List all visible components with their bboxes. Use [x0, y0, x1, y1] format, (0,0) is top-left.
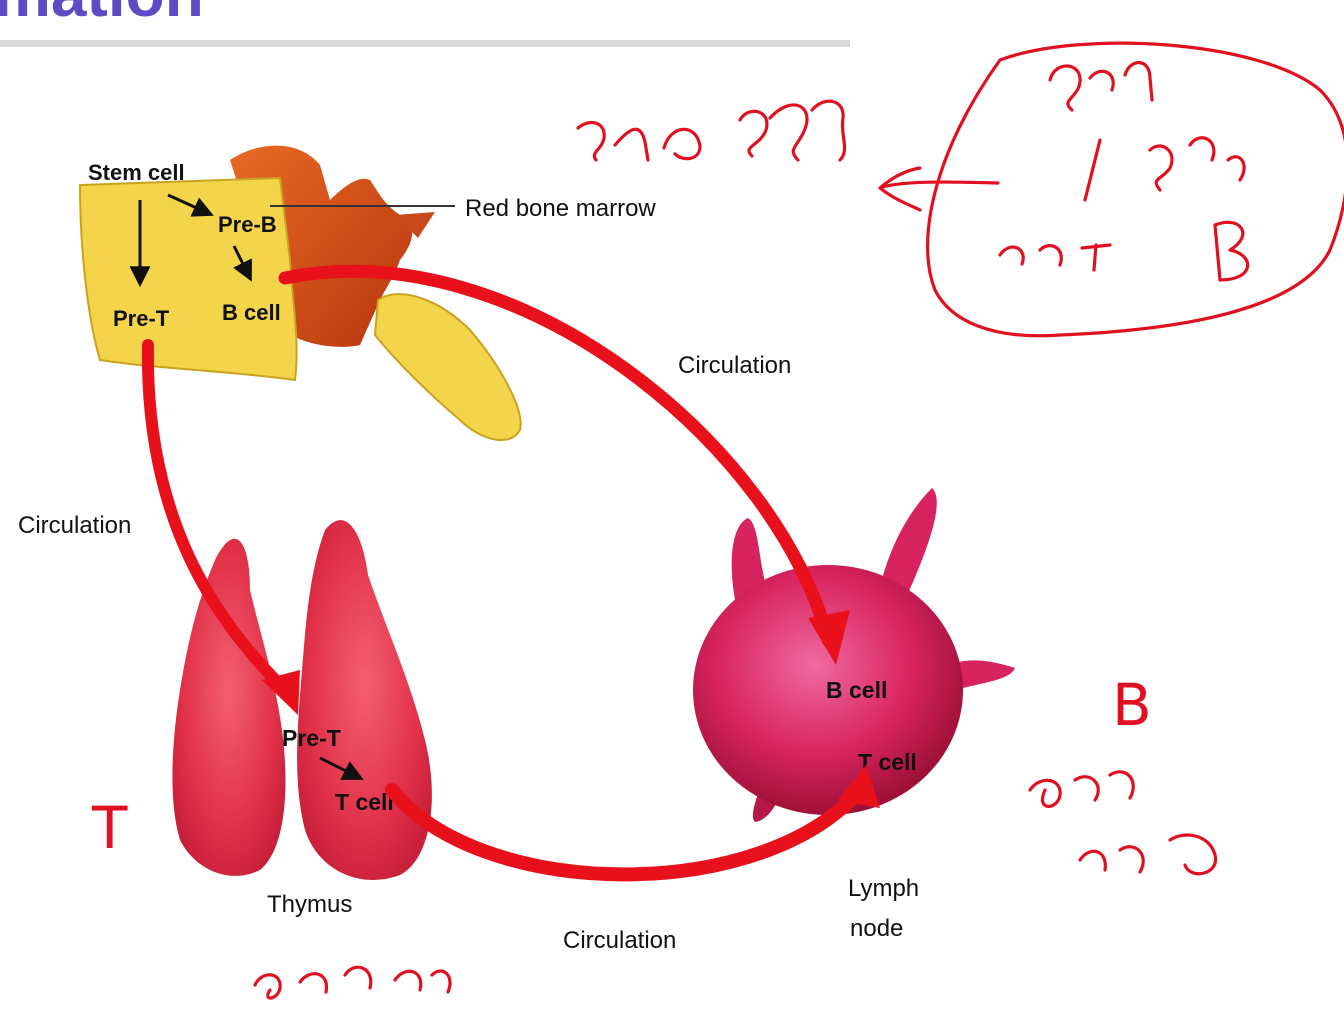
- label-node: node: [850, 915, 903, 942]
- handwriting-scribble-top: [578, 101, 845, 160]
- slide-header: mation: [0, 0, 850, 47]
- label-red-bone-marrow: Red bone marrow: [465, 195, 656, 222]
- label-lymph: Lymph: [848, 875, 919, 902]
- slide-title: mation: [0, 0, 204, 30]
- label-circulation-bottom: Circulation: [563, 927, 676, 954]
- label-t-cell-thymus: T cell: [335, 789, 394, 815]
- label-pre-t-marrow: Pre-T: [113, 306, 170, 331]
- label-circulation-left: Circulation: [18, 512, 131, 539]
- handwriting-thymus-script: [255, 967, 450, 998]
- thymus-left-lobe: [172, 539, 285, 876]
- label-pre-b: Pre-B: [218, 212, 277, 237]
- label-thymus: Thymus: [267, 891, 352, 918]
- label-b-cell-node: B cell: [826, 677, 887, 703]
- lymph-node-illustration: [693, 488, 1015, 822]
- thymus-right-lobe: [297, 520, 432, 880]
- annotation-circle: [928, 43, 1344, 336]
- label-pre-t-thymus: Pre-T: [282, 725, 341, 751]
- label-stem-cell: Stem cell: [88, 160, 185, 185]
- label-circulation-top: Circulation: [678, 352, 791, 379]
- marrow-yellow-block: [80, 178, 297, 380]
- annotation-letter-t: T: [91, 794, 128, 862]
- label-b-cell-marrow: B cell: [222, 300, 281, 325]
- handwriting-circle-content: [1000, 63, 1248, 280]
- thymus-illustration: [172, 520, 431, 880]
- marrow-yellow-lobe: [375, 294, 521, 440]
- title-divider: [0, 40, 850, 47]
- annotation-letter-b: B: [1112, 671, 1152, 739]
- handwriting-node-script: [1030, 772, 1216, 874]
